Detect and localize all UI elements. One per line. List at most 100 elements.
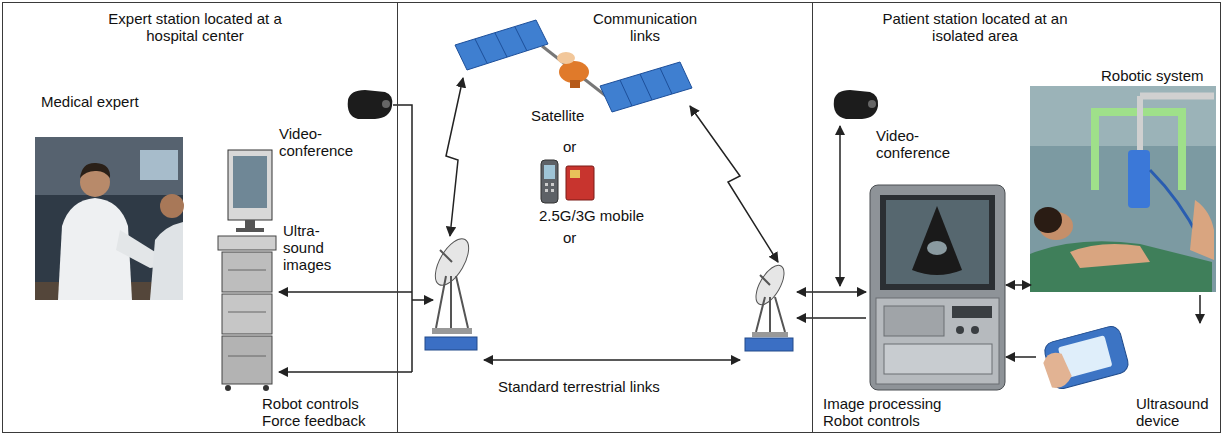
photo-label: Medical expert [41,93,139,110]
robot-photo [1070,244,1150,268]
robot-photo [1137,96,1143,150]
robot-photo [1128,150,1150,208]
link-line [279,371,412,373]
station-panel: Patient station located at an isolated a… [812,2,1221,433]
robot-photo [1030,241,1212,292]
expert-photo [80,163,110,178]
laptop-console [886,200,989,284]
device-label: Ultrasound device [1136,395,1220,429]
device-box: Video- conference [823,87,959,165]
mobile-box: 2.5G/3G mobile [531,157,659,227]
link-label: or [563,229,576,246]
device-label: 2.5G/3G mobile [539,207,644,224]
link-line [412,299,433,301]
link-label: Ultra- sound images [283,222,339,273]
signal-arrow [1199,295,1201,323]
satellite-icon [600,62,692,112]
mobile-icon [551,189,554,192]
ultrasound-workstation [228,312,266,313]
link-line [690,106,778,262]
link-label: Standard terrestrial links [498,378,660,395]
modem-card-icon [566,166,594,200]
robot-photo [1190,200,1214,260]
satellite-icon [559,61,589,83]
ground-antenna [745,261,793,351]
ground-antenna [425,337,477,350]
link-line [279,78,866,372]
ultrasound-workstation [218,236,276,250]
link-line [797,291,866,293]
ultrasound-device-icon [1041,350,1073,390]
photo-box: Medical expert [33,89,189,305]
expert-photo [35,137,183,300]
ground-antenna [745,338,793,351]
link-line [839,126,841,286]
link-label: or [563,138,576,155]
laptop-console [884,344,992,374]
ultrasound-workstation [218,150,276,391]
videoconference-icon [834,90,878,119]
ground-antenna [432,328,472,334]
device-box: Video- conference [271,85,398,163]
robot-photo [1030,86,1216,292]
expert-photo [140,150,178,180]
satellite-icon [640,74,652,100]
satellite-icon [570,80,580,88]
satellite-icon [557,52,575,64]
robot-photo [1034,207,1062,233]
link-line [484,359,740,361]
link-line [393,105,412,372]
links-panel: Communication linksSatellite2.5G/3G mobi… [397,2,813,433]
robot-photo [1030,86,1216,292]
device-box: Ultrasound device [1036,323,1221,431]
expert-photo [35,137,184,300]
satellite-icon [475,39,487,63]
console-box: Image processing Robot controls [819,183,1006,431]
ultrasound-device-icon [1039,324,1131,392]
laptop-console [971,326,979,334]
satellite-icon [495,33,507,57]
photo-label: Robotic system [1101,67,1204,84]
satellite-icon [515,27,527,51]
ultrasound-workstation [228,150,272,220]
ultrasound-workstation [263,385,269,391]
device-label: Image processing Robot controls [823,395,958,429]
expert-photo [150,222,183,300]
device-label: Video- conference [876,127,956,161]
laptop-console [876,298,999,384]
mobile-icon [545,189,548,192]
signal-arrow [1006,356,1036,358]
mobile-icon [544,165,555,179]
signal-arrow [1006,284,1031,286]
mobile-icon [541,160,558,203]
videoconference-icon [868,100,876,108]
laptop-console [952,306,992,318]
ultrasound-workstation [225,385,231,391]
mobile-icon [545,183,548,186]
ground-antenna [436,276,468,328]
videoconference-icon [348,90,393,119]
robot-photo [1140,93,1214,100]
ultrasound-workstation [228,270,266,271]
modem-card-icon [570,170,580,178]
ultrasound-workstation [233,156,267,208]
link-line [279,291,412,293]
ultrasound-workstation [236,228,264,232]
modem-card-icon [566,166,594,200]
ground-antenna [760,275,770,285]
panel-heading: Patient station located at an isolated a… [880,10,1070,44]
videoconference-icon [348,90,393,119]
laptop-console [884,306,944,336]
laptop-console [880,195,995,290]
link-line [446,78,463,236]
panel-heading: Communication links [585,10,705,44]
satellite-icon [660,68,672,94]
device-label: Video- conference [279,125,359,159]
laptop-console [927,241,947,255]
ground-antenna [756,297,785,332]
laptop-console [956,326,964,334]
expert-photo [160,194,184,218]
satellite-icon [620,80,632,106]
